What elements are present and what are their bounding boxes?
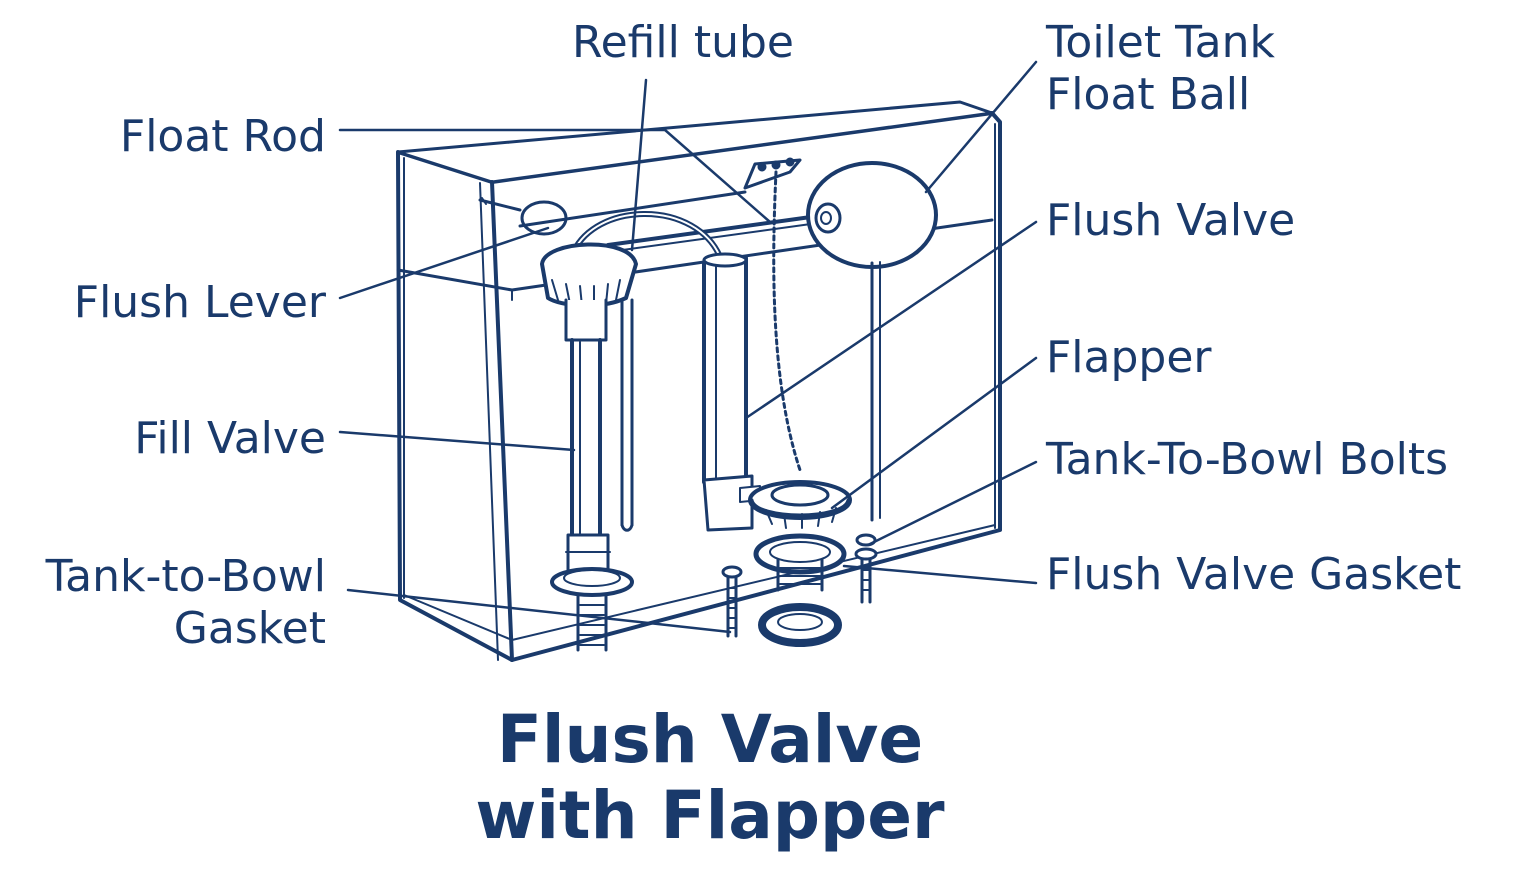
label-gasket-line1: Tank-to-Bowl xyxy=(45,551,326,602)
label-gasket-line2: Gasket xyxy=(173,603,326,654)
lift-chain xyxy=(772,170,802,472)
label-float-ball-line1: Toilet Tank xyxy=(1046,17,1276,68)
flapper xyxy=(748,480,852,529)
flush-valve xyxy=(702,252,761,532)
label-flush-lever: Flush Lever xyxy=(73,277,326,328)
flush-valve-gasket xyxy=(753,533,847,647)
title-line2: with Flapper xyxy=(475,777,945,854)
label-float-rod: Float Rod xyxy=(119,111,326,162)
label-flush-valve: Flush Valve xyxy=(1046,195,1296,246)
fill-valve xyxy=(540,242,638,652)
label-float-ball-line2: Float Ball xyxy=(1046,69,1251,120)
label-fill-valve: Fill Valve xyxy=(134,413,326,464)
float-rod xyxy=(606,214,820,253)
label-flush-valve-gasket: Flush Valve Gasket xyxy=(1046,549,1462,600)
label-flapper: Flapper xyxy=(1046,332,1212,383)
title-line1: Flush Valve xyxy=(496,701,924,778)
flush-lever xyxy=(478,157,802,236)
label-refill-tube: Refill tube xyxy=(572,17,794,68)
label-tank-bolts: Tank-To-Bowl Bolts xyxy=(1046,434,1449,485)
callout-lines xyxy=(338,60,1038,634)
